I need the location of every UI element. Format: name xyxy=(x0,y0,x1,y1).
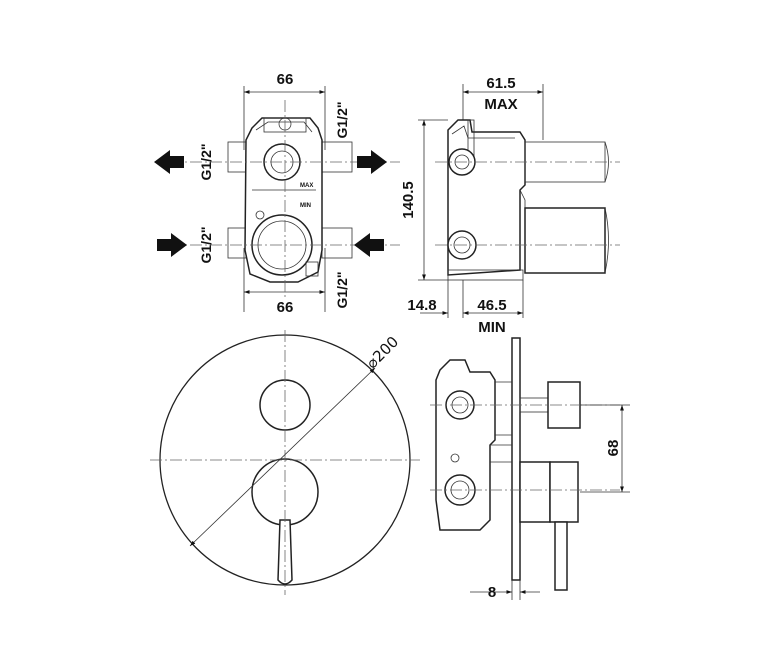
assembly-view: 8 68 xyxy=(430,337,630,601)
outlet-arrow-top-left-icon xyxy=(154,150,184,174)
max-mark: MAX xyxy=(300,183,313,189)
depth-min-value: 46.5 xyxy=(477,297,506,314)
offset-label: 14.8 xyxy=(407,297,436,314)
inlet-arrow-bottom-left-icon xyxy=(157,233,187,257)
thread-label-bottom-right: G1/2" xyxy=(334,272,350,309)
depth-max-value: 61.5 xyxy=(486,75,515,92)
depth-max-label: MAX xyxy=(484,96,517,113)
plate-thickness-label: 8 xyxy=(488,584,496,601)
depth-min-label: MIN xyxy=(478,319,506,336)
height-label: 140.5 xyxy=(400,181,417,219)
thread-label-bottom-left: G1/2" xyxy=(198,227,214,264)
side-view: 61.5 MAX 140.5 14.8 46.5 MIN xyxy=(400,75,620,336)
front-width-top-label: 66 xyxy=(277,71,294,88)
spacing-label: 68 xyxy=(605,440,622,457)
inlet-arrow-bottom-right-icon xyxy=(354,233,384,257)
plate-view: ⌀200 xyxy=(150,330,420,595)
thread-label-top-right: G1/2" xyxy=(334,102,350,139)
thread-label-top-left: G1/2" xyxy=(198,144,214,181)
min-mark: MIN xyxy=(300,203,311,209)
front-view: 66 66 MAX MIN G1/2" xyxy=(154,71,400,316)
plate-diameter-label: ⌀200 xyxy=(363,333,402,372)
front-width-bottom-label: 66 xyxy=(277,299,294,316)
outlet-arrow-top-right-icon xyxy=(357,150,387,174)
